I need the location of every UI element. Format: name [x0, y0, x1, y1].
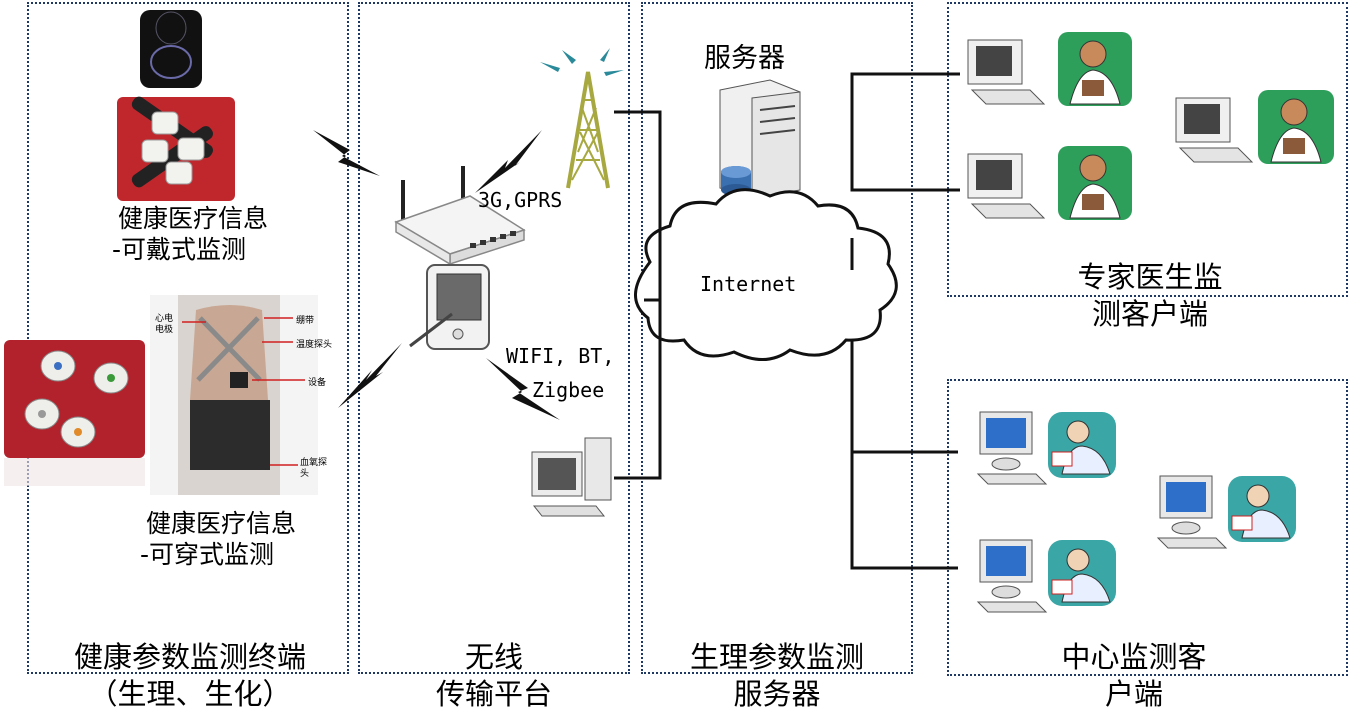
wearable-sensors-photo [117, 96, 235, 201]
panel-terminal [27, 2, 349, 674]
short-range-label-line1: WIFI, BT, [506, 344, 615, 368]
terminal-title: 健康参数监测终端 [73, 640, 306, 674]
wearable-label-line2: -可戴式监测 [112, 235, 247, 264]
cellular-label: 3G,GPRS [478, 188, 563, 212]
callout-device: 设备 [308, 378, 327, 388]
pda-device-icon [409, 264, 490, 350]
callout-strap: 绷带 [296, 316, 315, 326]
center-title-line2: 户端 [1104, 677, 1163, 711]
internet-label: Internet [700, 272, 797, 296]
wireless-router-icon [394, 166, 526, 266]
callout-ecg-electrode: 心电 电极 [155, 314, 174, 335]
callout-spo2-probe: 血氧探 头 [300, 458, 328, 479]
pebble-sensors-photo [4, 340, 145, 486]
panel-expert-client [947, 2, 1348, 297]
wireless-title-line2: 传输平台 [435, 677, 552, 711]
server-icon [719, 79, 801, 199]
terminal-subtitle: （生理、生化） [88, 677, 292, 711]
clothing-label-line1: 健康医疗信息 [146, 509, 297, 538]
clothing-label-line2: -可穿式监测 [140, 540, 275, 569]
expert-title-line2: 测客户端 [1091, 297, 1208, 331]
server-label: 服务器 [704, 43, 785, 74]
cell-tower-icon [540, 48, 624, 189]
panel-server [641, 2, 913, 674]
internet-cloud-icon [634, 188, 898, 361]
wearable-vest-photo [150, 295, 318, 495]
short-range-label-line2: Zigbee [532, 378, 605, 402]
server-title-line1: 生理参数监测 [689, 640, 864, 674]
server-title-line2: 服务器 [733, 677, 821, 711]
expert-workstation-icons [967, 32, 1334, 220]
wearable-label-line1: 健康医疗信息 [118, 204, 269, 233]
center-workstation-icons [976, 411, 1296, 613]
center-title-line1: 中心监测客 [1061, 640, 1207, 674]
panel-center-client [947, 379, 1348, 676]
expert-title-line1: 专家医生监 [1077, 260, 1223, 294]
network-lines [614, 72, 960, 570]
desktop-pc-icon [531, 437, 612, 517]
panel-wireless [358, 2, 630, 674]
wireless-title-line1: 无线 [464, 640, 523, 674]
wireless-bolt-icons [313, 130, 560, 420]
callout-temp-probe: 温度探头 [296, 340, 333, 350]
vest-silhouette-icon [140, 10, 202, 88]
